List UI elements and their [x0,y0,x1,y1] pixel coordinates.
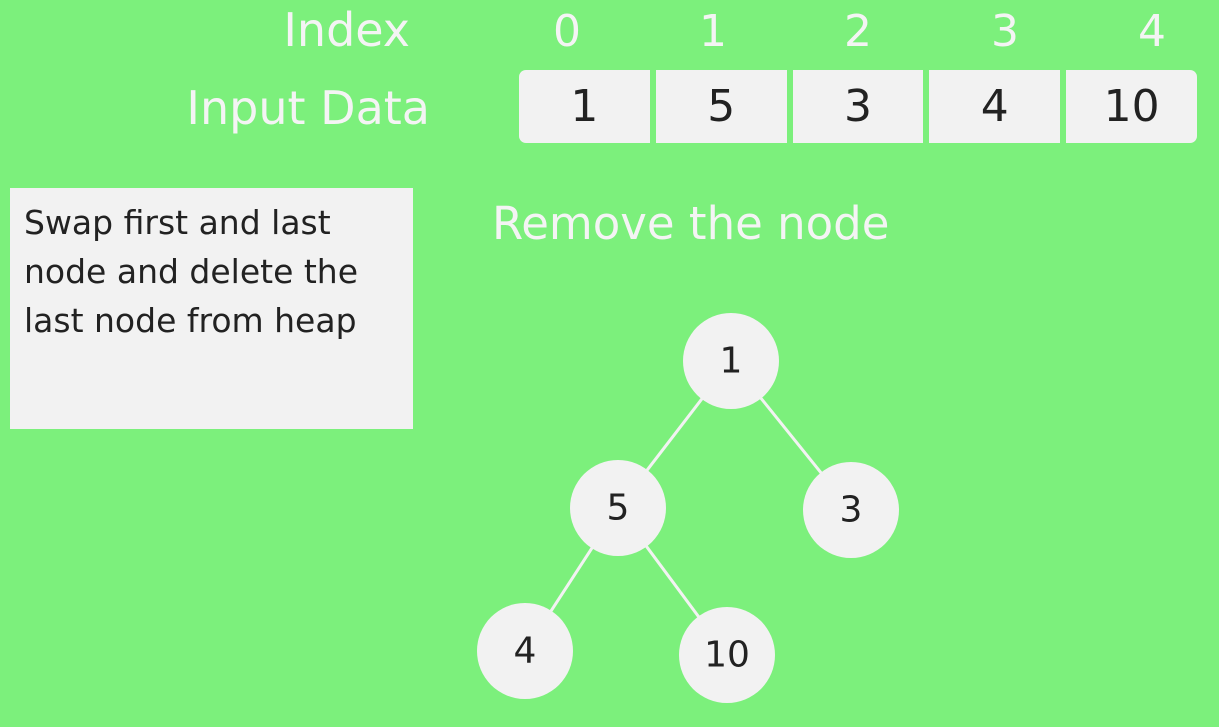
tree-node-value: 10 [704,635,750,676]
tree-node-circle [679,607,775,703]
tree-node-circle [683,313,779,409]
tree-node: 4 [477,603,573,699]
array-cell: 10 [1066,70,1197,143]
input-array: 1 5 3 4 10 [519,70,1197,143]
tree-node-circle [803,462,899,558]
index-number: 4 [1138,6,1166,57]
array-cell: 4 [929,70,1061,143]
instruction-text: Swap first and last node and delete the … [24,203,359,340]
tree-node-value: 3 [840,490,863,531]
tree-node-value: 4 [514,631,537,672]
index-number: 3 [991,6,1019,57]
index-number: 1 [699,6,727,57]
instruction-note: Swap first and last node and delete the … [10,188,413,429]
tree-node-value: 5 [607,488,630,529]
array-cell: 1 [519,70,650,143]
index-label: Index [283,3,410,57]
index-number: 0 [553,6,581,57]
tree-node-circle [570,460,666,556]
index-number: 2 [844,6,872,57]
step-title: Remove the node [492,197,890,250]
tree-nodes: 1 5 3 4 10 [477,313,899,703]
tree-node: 5 [570,460,666,556]
array-cell: 5 [655,70,787,143]
tree-node-value: 1 [720,341,743,382]
tree-node: 3 [803,462,899,558]
input-data-label: Input Data [186,81,430,135]
tree-node: 10 [679,607,775,703]
tree-node-circle [477,603,573,699]
array-cell: 3 [792,70,924,143]
tree-node: 1 [683,313,779,409]
